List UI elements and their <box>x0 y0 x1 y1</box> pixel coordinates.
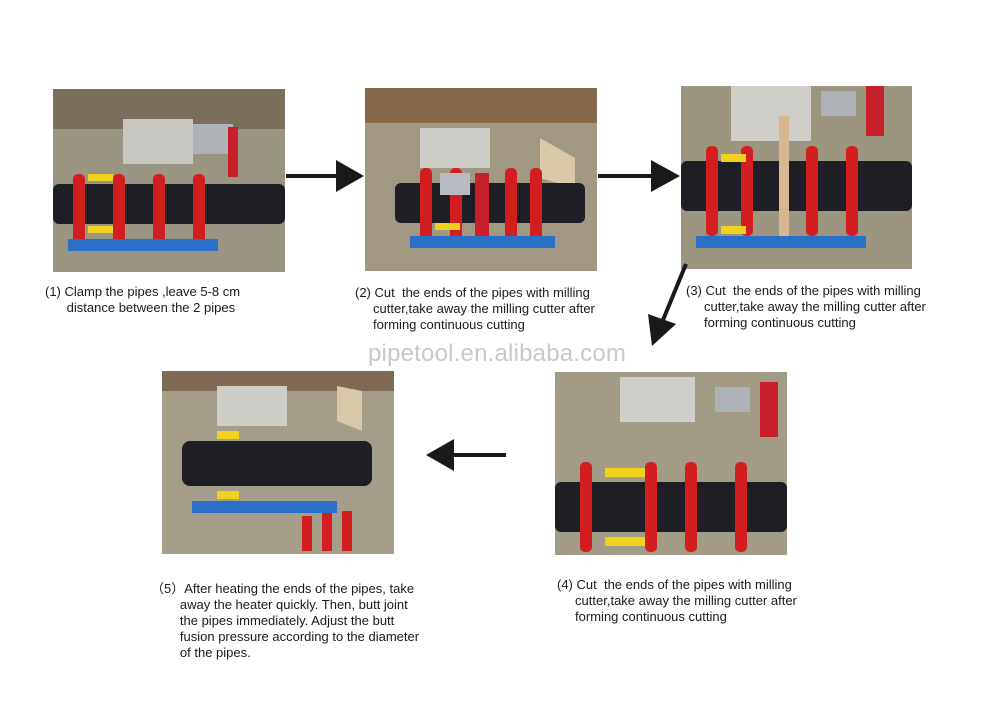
arrow-right-icon <box>598 158 682 194</box>
arrow-down-left-icon <box>646 262 690 348</box>
watermark: pipetool.en.alibaba.com <box>368 340 626 368</box>
step-4-caption: (4) Cut the ends of the pipes with milli… <box>557 577 797 625</box>
step-5-caption: （5）After heating the ends of the pipes, … <box>151 581 419 661</box>
step-2-caption: (2) Cut the ends of the pipes with milli… <box>355 285 595 333</box>
arrow-right-icon <box>286 158 366 194</box>
step-1-caption: (1) Clamp the pipes ,leave 5-8 cm distan… <box>45 284 240 316</box>
step-3-photo <box>681 86 912 269</box>
step-2-photo <box>365 88 597 271</box>
arrow-left-icon <box>424 437 506 473</box>
step-3-caption: (3) Cut the ends of the pipes with milli… <box>686 283 926 331</box>
step-1-photo <box>53 89 285 272</box>
step-4-photo <box>555 372 787 555</box>
step-5-photo <box>162 371 394 554</box>
